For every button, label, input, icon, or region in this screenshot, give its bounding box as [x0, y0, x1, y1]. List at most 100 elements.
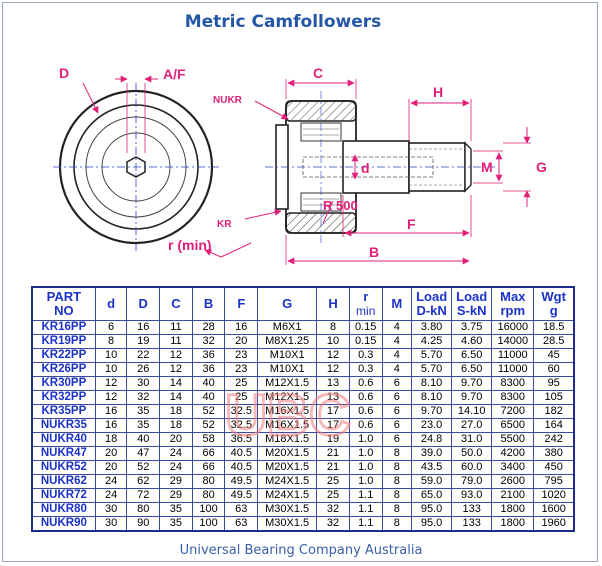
table-cell: 62 [126, 474, 161, 489]
column-header-line1: M [391, 296, 403, 311]
column-header: B [191, 286, 226, 321]
part-number-cell: NUKR80 [31, 502, 96, 517]
table-cell: 182 [533, 404, 575, 419]
column-header-line2: D-kN [416, 303, 447, 318]
table-cell: 9.70 [411, 404, 453, 419]
column-header: H [316, 286, 350, 321]
label-B: B [369, 244, 379, 260]
column-header-line1: d [107, 296, 116, 311]
table-cell: 0.6 [348, 390, 383, 405]
label-d: d [361, 160, 370, 176]
table-cell: 242 [533, 432, 575, 447]
table-cell: 24 [94, 488, 128, 503]
table-cell: 8 [94, 334, 128, 349]
table-cell: 20 [94, 446, 128, 461]
table-cell: 35 [159, 502, 193, 517]
page-title: Metric Camfollowers [184, 12, 382, 32]
table-cell: 8 [381, 502, 413, 517]
table-cell: 14 [159, 390, 193, 405]
table-cell: 8 [381, 488, 413, 503]
table-cell: 795 [533, 474, 575, 489]
table-cell: 4.60 [451, 334, 493, 349]
table-cell: 8.10 [411, 376, 453, 391]
table-cell: 30 [94, 516, 128, 532]
table-cell: 18 [94, 432, 128, 447]
table-cell: 8.10 [411, 390, 453, 405]
column-header-line1: G [282, 296, 293, 311]
table-cell: 32.5 [224, 418, 259, 433]
table-cell: 8 [316, 320, 350, 335]
table-cell: M16X1.5 [257, 418, 318, 433]
table-cell: 13 [316, 390, 350, 405]
column-header-line1: C [171, 296, 181, 311]
table-cell: 1960 [533, 516, 575, 532]
table-cell: 6.50 [451, 348, 493, 363]
column-header-line1: r [363, 289, 369, 304]
table-cell: 21 [316, 446, 350, 461]
table-cell: 20 [224, 334, 259, 349]
table-cell: 25 [316, 474, 350, 489]
table-cell: M30X1.5 [257, 516, 318, 532]
part-number-cell: NUKR47 [31, 446, 96, 461]
table-cell: 3.80 [411, 320, 453, 335]
column-header-line1: F [237, 296, 246, 311]
footer-company: Universal Bearing Company Australia [179, 543, 423, 558]
column-header-line1: D [138, 296, 148, 311]
table-cell: 19 [316, 432, 350, 447]
table-cell: 10 [94, 348, 128, 363]
column-header: D [126, 286, 161, 321]
table-cell: 20 [94, 460, 128, 475]
table-cell: 16 [94, 404, 128, 419]
table-cell: 12 [159, 362, 193, 377]
column-header: C [159, 286, 193, 321]
table-cell: 32 [316, 502, 350, 517]
table-cell: 17 [316, 418, 350, 433]
camfollower-drawing: D A/F NUKR KR r (min) C H d R 500 F B M … [53, 65, 547, 265]
table-cell: 8 [381, 446, 413, 461]
table-cell: 18 [159, 404, 193, 419]
table-cell: 93.0 [451, 488, 493, 503]
table-cell: 95.0 [411, 516, 453, 532]
table-cell: 1.0 [348, 474, 383, 489]
part-number-cell: NUKR52 [31, 460, 96, 475]
table-cell: 24 [94, 474, 128, 489]
table-cell: 79.0 [451, 474, 493, 489]
part-number-cell: KR35PP [31, 404, 96, 419]
table-cell: 32 [191, 334, 226, 349]
table-cell: 28.5 [533, 334, 575, 349]
table-cell: 80 [191, 488, 226, 503]
table-cell: 39.0 [411, 446, 453, 461]
part-number-cell: NUKR62 [31, 474, 96, 489]
table-cell: 8300 [491, 390, 535, 405]
table-cell: M12X1.5 [257, 376, 318, 391]
table-cell: 10 [94, 362, 128, 377]
table-cell: 0.3 [348, 348, 383, 363]
column-header: d [94, 286, 128, 321]
table-cell: 9.70 [451, 376, 493, 391]
table-cell: 32 [126, 390, 161, 405]
table-cell: 30 [126, 376, 161, 391]
part-number-cell: KR19PP [31, 334, 96, 349]
table-cell: 14.10 [451, 404, 493, 419]
table-cell: 5.70 [411, 348, 453, 363]
table-cell: 2600 [491, 474, 535, 489]
table-cell: 36 [191, 362, 226, 377]
label-D: D [59, 65, 69, 81]
part-number-cell: NUKR35 [31, 418, 96, 433]
column-header-line1: Wgt [541, 289, 566, 304]
table-cell: M24X1.5 [257, 474, 318, 489]
table-cell: 1.1 [348, 488, 383, 503]
table-cell: 24 [159, 460, 193, 475]
table-cell: 43.5 [411, 460, 453, 475]
table-cell: 12 [159, 348, 193, 363]
part-number-cell: NUKR72 [31, 488, 96, 503]
